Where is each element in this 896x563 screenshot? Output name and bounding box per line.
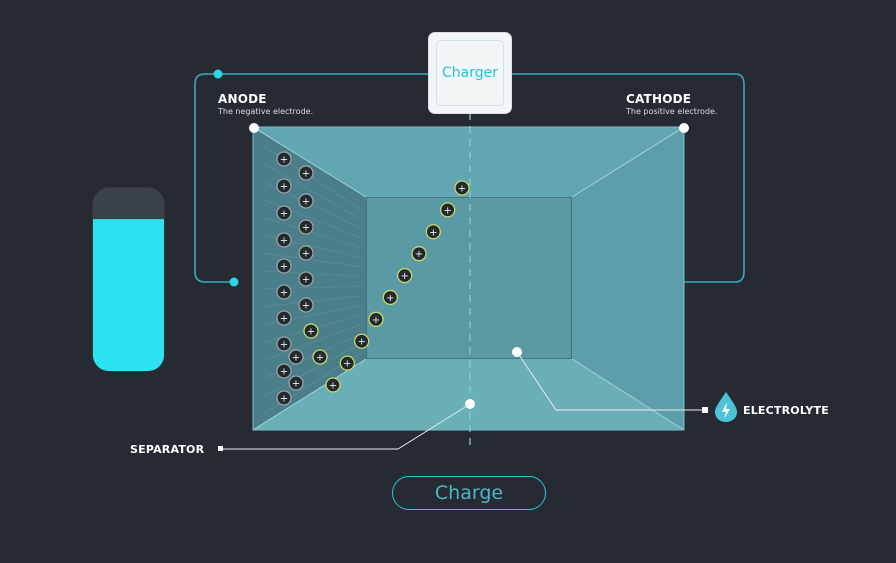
ion-anode: + [276, 258, 292, 274]
circuit-wire-top [218, 73, 745, 283]
ion-symbol: + [280, 340, 288, 351]
ion-symbol: + [302, 223, 310, 234]
ion-anode: + [276, 310, 292, 326]
ion-symbol: + [292, 379, 300, 390]
ion-symbol: + [400, 271, 408, 282]
cathode-title: CATHODE [626, 92, 692, 106]
ion-transit: + [382, 289, 398, 306]
charger-box: Charger [429, 33, 511, 113]
ion-symbol: + [307, 327, 315, 338]
ion-anode: + [276, 178, 292, 194]
ion-anode: + [276, 284, 292, 300]
wire-node-left [229, 277, 239, 287]
ion-symbol: + [302, 301, 310, 312]
ion-symbol: + [386, 293, 394, 304]
ion-anode: + [276, 151, 292, 167]
ion-transit: + [339, 355, 355, 371]
ion-anode: + [312, 349, 328, 365]
ion-symbol: + [280, 155, 288, 166]
ion-transit: + [368, 311, 384, 327]
ion-anode: + [298, 165, 314, 181]
ion-anode: + [288, 375, 304, 391]
battery-indicator [92, 187, 165, 372]
ion-anode: + [303, 323, 319, 339]
ion-anode: + [276, 336, 292, 352]
ion-symbol: + [302, 197, 310, 208]
ion-symbol: + [292, 353, 300, 364]
ion-anode: + [276, 363, 292, 379]
ion-symbol: + [415, 249, 423, 260]
ion-transit: + [354, 333, 370, 349]
charge-button[interactable]: Charge [392, 476, 546, 510]
electrolyte-pointer-end [702, 407, 708, 413]
ion-symbol: + [302, 275, 310, 286]
ion-transit: + [411, 246, 427, 262]
electrolyte-pointer-line [516, 351, 706, 411]
ion-symbol: + [429, 227, 437, 238]
ion-anode: + [298, 193, 314, 209]
ion-symbol: + [280, 182, 288, 193]
ion-anode: + [276, 232, 292, 248]
ion-symbol: + [280, 288, 288, 299]
anode-subtitle: The negative electrode. [218, 107, 314, 116]
ion-anode: + [288, 349, 304, 365]
cell-edges [252, 126, 685, 431]
circuit-wire [194, 73, 234, 283]
charger-label: Charger [436, 40, 504, 106]
cell-right-face [572, 127, 684, 430]
ion-anode: + [298, 219, 314, 235]
ion-anode: + [276, 205, 292, 221]
wire-node-top [213, 69, 223, 79]
separator-pointer-line [222, 403, 471, 450]
battery-fill [93, 219, 164, 371]
ion-symbol: + [443, 205, 451, 216]
ion-symbol: + [280, 236, 288, 247]
separator-pointer-end [218, 446, 223, 451]
cell-back-wall [365, 196, 573, 360]
ion-symbol: + [329, 381, 337, 392]
ion-symbol: + [280, 394, 288, 405]
droplet-icon [715, 392, 737, 422]
ion-anode: + [298, 245, 314, 261]
ion-symbol: + [280, 209, 288, 220]
ion-transit: + [440, 202, 456, 218]
ion-symbol: + [372, 315, 380, 326]
ion-anode: + [276, 390, 292, 406]
ion-symbol: + [302, 169, 310, 180]
ion-symbol: + [458, 184, 466, 195]
ion-symbol: + [343, 359, 351, 370]
anode-terminal [249, 123, 259, 133]
ion-symbol: + [280, 262, 288, 273]
ion-anode: + [298, 297, 314, 313]
separator-label: SEPARATOR [130, 443, 205, 456]
anode-title: ANODE [218, 92, 267, 106]
ion-transit: + [325, 377, 341, 393]
ion-transit: + [397, 267, 413, 284]
ion-symbol: + [280, 367, 288, 378]
ion-symbol: + [357, 337, 365, 348]
ion-transit: + [454, 180, 470, 196]
cathode-subtitle: The positive electrode. [626, 107, 718, 116]
ion-anode: + [298, 271, 314, 287]
ions-in-transit: + + + + + + + + + + [325, 180, 470, 393]
ion-symbol: + [316, 353, 324, 364]
ion-transit: + [425, 224, 441, 240]
cell-bottom-face [253, 359, 684, 430]
ions-on-anode: + + + + + + + + + + + + + + + + + + + + [276, 151, 328, 406]
electrolyte-label: ELECTROLYTE [743, 404, 829, 417]
cell-top-face [253, 127, 684, 197]
ion-symbol: + [280, 314, 288, 325]
ion-symbol: + [302, 249, 310, 260]
cathode-terminal [679, 123, 689, 133]
